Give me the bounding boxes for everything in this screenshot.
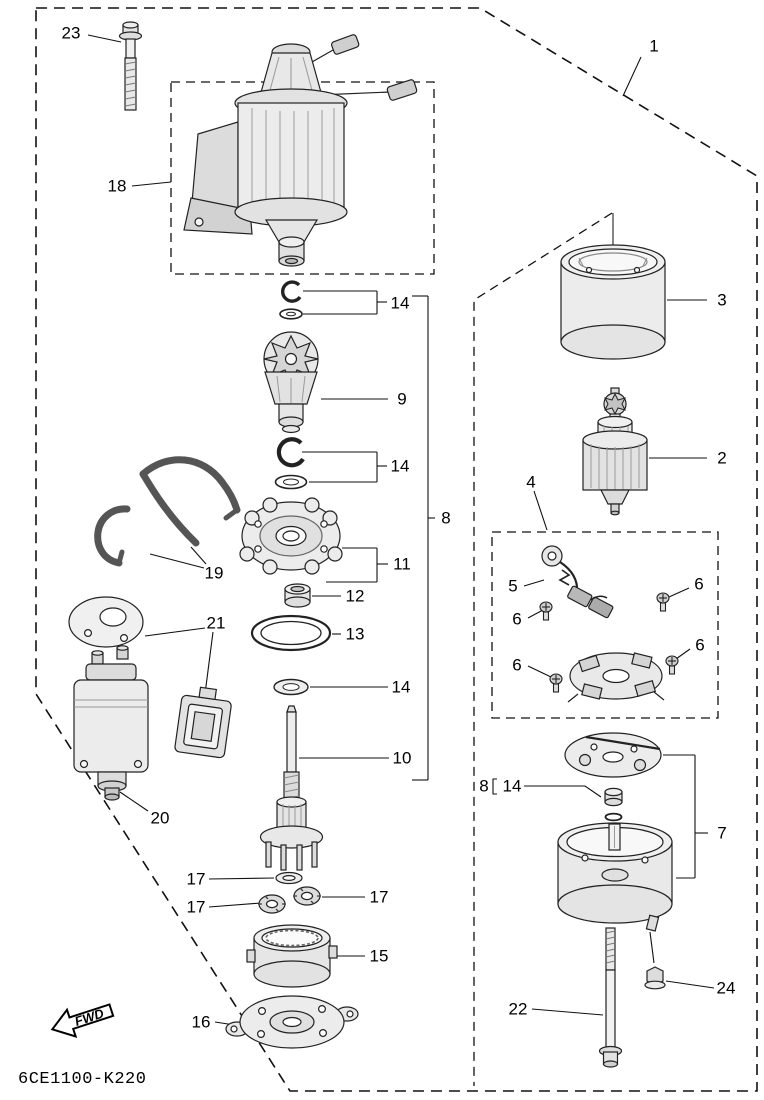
part-15-ring-gear [246,924,338,988]
assembly-18-box [170,81,435,275]
part-14-clip-washer-mid [274,437,308,490]
callout-13: 13 [346,625,365,644]
callout-labels: 23 1 18 14 3 9 2 14 4 8 11 19 5 6 12 6 2… [62,24,736,1032]
callout-12: 12 [346,587,365,606]
fwd-label: FWD [73,1005,106,1029]
part-9-pinion-gear [263,331,319,434]
callout-14-mid: 14 [391,457,410,476]
callout-24: 24 [717,979,736,998]
part-21-mount-plate-bracket [68,596,232,759]
part-23-bolt [118,21,143,111]
callout-2: 2 [717,449,726,468]
part-code: 6CE1100-K220 [18,1070,146,1089]
callout-9: 9 [397,390,406,409]
callout-18: 18 [108,177,127,196]
leader-lines [87,34,715,1027]
part-6-screws [539,592,679,693]
part-14-e-ring-washer-top [279,280,303,320]
callout-17-left-top: 17 [187,870,206,889]
brush-assembly-box [491,531,719,719]
callout-21: 21 [207,614,226,633]
part-24-nut [644,966,666,990]
callout-5: 5 [508,577,517,596]
callout-4: 4 [526,473,535,492]
callout-23: 23 [62,24,81,43]
callout-14-top: 14 [391,294,410,313]
part-18-starter-motor-assembly [183,34,418,267]
part-5-brush-set [541,545,614,619]
callout-6-right-top: 6 [694,575,703,594]
callout-6-right-low: 6 [695,636,704,655]
callout-14-lower: 14 [392,678,411,697]
callout-15: 15 [370,947,389,966]
part-14-washer-lower [273,678,309,696]
callout-14-right: 14 [503,777,522,796]
callout-8-sub: 8 [479,777,488,796]
callout-1: 1 [649,37,658,56]
part-20-solenoid [73,645,149,801]
callout-19: 19 [205,564,224,583]
part-7-end-cap [557,822,673,932]
part-22-through-bolt [598,927,623,1068]
part-7-brush-plate [564,732,662,778]
part-12-bushing [284,583,311,608]
callout-3: 3 [717,291,726,310]
part-13-gasket [250,614,332,652]
callout-10: 10 [393,749,412,768]
part-11-drive-housing [239,497,343,575]
callout-6-left-mid: 6 [512,610,521,629]
part-2-armature [582,387,648,516]
fwd-arrow: FWD [50,1003,115,1038]
callout-8: 8 [441,509,450,528]
callout-11: 11 [393,555,411,574]
part-19-retainer-clips [94,456,241,567]
diagram-border [35,7,758,1092]
part-16-end-frame [225,995,359,1049]
callout-6-left-low: 6 [512,656,521,675]
callout-7: 7 [717,824,726,843]
callout-20: 20 [151,809,170,828]
callout-16: 16 [192,1013,211,1032]
part-10-armature-shaft [259,705,324,871]
part-17-washers-and-gears [258,871,321,914]
callout-22: 22 [509,1000,528,1019]
callout-17-left-low: 17 [187,898,206,917]
callout-17-right: 17 [370,888,389,907]
part-14-bushing-washer-right [604,787,623,822]
part-4-brush-holder [567,652,665,703]
part-3-yoke-housing [560,213,666,360]
